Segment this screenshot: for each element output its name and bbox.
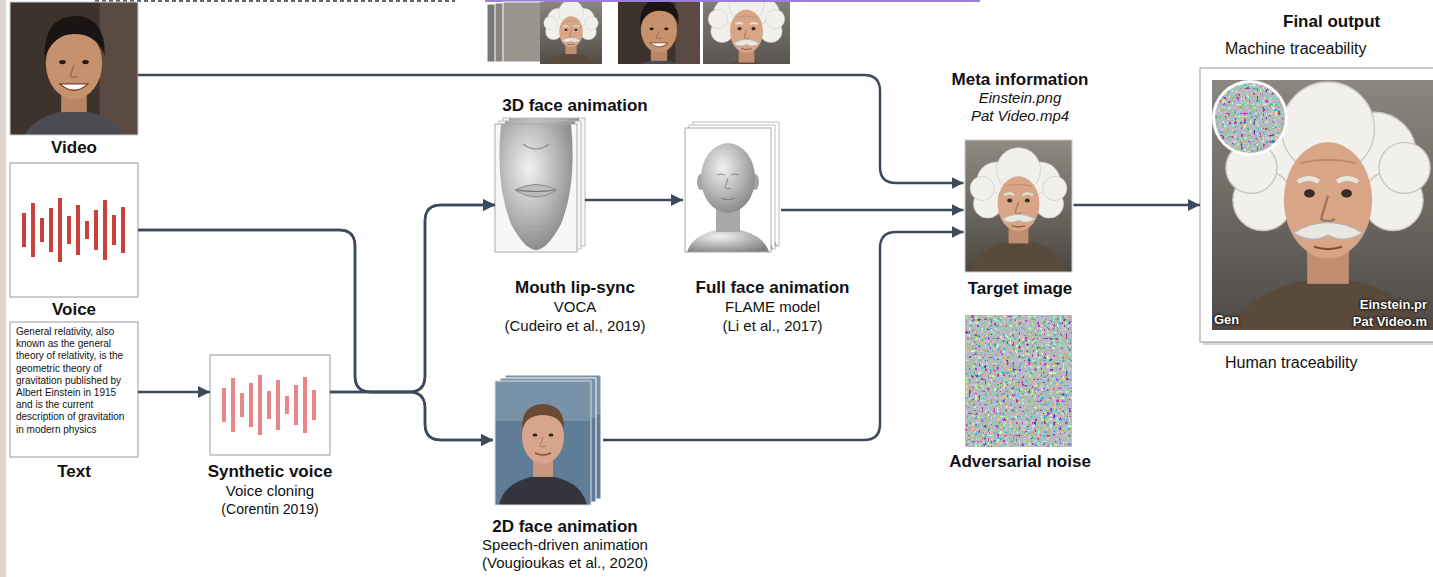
node-label: Human traceability (1225, 354, 1358, 372)
node-label: Target image (968, 279, 1073, 299)
connector-arrow (330, 205, 495, 392)
node-label: Speech-driven animation (482, 536, 648, 553)
connector-arrow (585, 199, 683, 202)
node-label: FLAME model (725, 298, 820, 315)
connector-arrow (330, 392, 493, 440)
waveform (222, 375, 316, 435)
output-photo (1212, 80, 1433, 330)
node-label: Synthetic voice (208, 462, 333, 482)
synthetic-voice-node: Synthetic voiceVoice cloning (Corentin 20… (200, 355, 340, 523)
node-label: Video (51, 138, 97, 158)
node-label: (Li et al., 2017) (722, 317, 822, 334)
mouth-stack (495, 118, 585, 252)
connector-arrow (603, 232, 964, 440)
connector-arrow (138, 230, 493, 440)
body-text: General relativity, also known as the ge… (16, 326, 132, 436)
synthetic-voice-box (210, 355, 330, 455)
node-label: Adversarial noise (949, 452, 1091, 472)
target-photo (964, 140, 1074, 272)
node-label: Einstein.pr (1360, 298, 1427, 313)
node-label: Text (57, 462, 91, 482)
face-2d-stack (493, 375, 603, 505)
final-output-node: Final outputMachine traceabilityGen Einst… (1190, 4, 1433, 376)
noise-image (965, 315, 1072, 447)
mouth-lipsync-node: 3D face animationMouth lip-syncVOCA (Cude… (480, 90, 670, 336)
node-label: Pat Video.mp4 (971, 107, 1069, 124)
node-label: (Corentin 2019) (221, 501, 318, 517)
voice-box (10, 163, 138, 297)
adversarial-noise-node: Adversarial noise (940, 315, 1100, 475)
node-label: 3D face animation (502, 96, 648, 116)
connector-arrow (138, 75, 964, 183)
node-label: Machine traceability (1225, 40, 1366, 58)
node-label: 2D face animation (492, 517, 638, 537)
face-2d-node: 2D face animationSpeech-driven animation… (470, 372, 660, 574)
node-label: Pat Video.m (1353, 315, 1427, 330)
edge-strip (0, 0, 6, 577)
node-label: (Vougioukas et al., 2020) (482, 554, 648, 571)
full-face-stack (683, 122, 781, 252)
noise-patch (1214, 82, 1286, 154)
node-label: (Cudeiro et al., 2019) (505, 317, 646, 334)
top-rule (485, 0, 980, 2)
node-label: Mouth lip-sync (515, 278, 635, 298)
target-image-node: Meta informationEinstein.pngPat Video.mp… (940, 66, 1100, 299)
node-label: Voice (52, 300, 96, 320)
text-box (10, 322, 138, 457)
connector-arrow (781, 209, 964, 212)
node-label: Einstein.png (979, 89, 1062, 106)
frame-strip (487, 0, 790, 85)
video-node: Video (10, 2, 138, 158)
waveform (22, 198, 125, 262)
voice-node: Voice (10, 163, 138, 321)
node-label: Final output (1283, 12, 1380, 32)
node-label: Meta information (952, 70, 1089, 90)
connector-arrow (138, 391, 210, 394)
video-photo (10, 0, 138, 145)
connector-arrow (1074, 204, 1201, 207)
noise-ring (1212, 80, 1288, 156)
dashed-rule (95, 0, 455, 2)
node-label: VOCA (554, 298, 597, 315)
node-label: Voice cloning (226, 482, 314, 499)
full-face-node: Full face animationFLAME model (Li et al.… (680, 118, 865, 338)
node-label: Full face animation (696, 278, 850, 298)
connector-arrow (138, 205, 495, 392)
node-label: Gen (1214, 313, 1239, 328)
text-node: General relativity, also known as the ge… (10, 322, 138, 484)
